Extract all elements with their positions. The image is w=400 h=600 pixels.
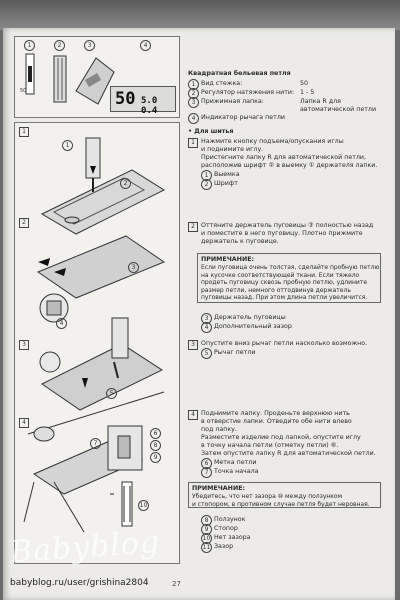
marker-2: 2 <box>54 40 65 51</box>
step4-line-3: под лапку. <box>201 426 237 433</box>
step-marker-2: 2 <box>19 218 29 228</box>
setting-value-1: 50 <box>300 80 309 87</box>
setting-num-4: 4 <box>188 113 199 124</box>
step2-line-2: и поместите в него пуговицу. Плотно приж… <box>201 230 363 237</box>
step2-legend-3: Держатель пуговицы <box>214 314 286 321</box>
final-legend-11: Зазор <box>214 543 234 550</box>
settings-illustration <box>25 53 115 105</box>
step4-num: 4 <box>188 410 198 420</box>
step4-line-5: в точку начала петли (отметку петли) ⑥. <box>201 442 339 449</box>
final-legend-8: Ползунок <box>214 516 246 523</box>
step4-legend-7: Точка начала <box>214 468 259 475</box>
step1-legend-num-2: 2 <box>201 179 212 190</box>
callout-5: 5 <box>106 388 117 399</box>
note-box-2: ПРИМЕЧАНИЕ: Убедитесь, что нет зазора ⑩ … <box>188 482 381 508</box>
setting-label-4: Индикатор рычага петли <box>201 114 285 121</box>
step4-legend-num-7: 7 <box>201 467 212 478</box>
note-1-line-5: пуговицы назад. При этом длина петли уве… <box>201 294 368 301</box>
step3-line-1: Опустите вниз рычаг петли насколько возм… <box>201 340 368 347</box>
callout-10: 10 <box>138 500 149 511</box>
note-2-title: ПРИМЕЧАНИЕ: <box>192 485 246 492</box>
sewing-heading: • Для шитья <box>188 128 234 135</box>
step2-line-3: держатель к пуговице. <box>201 238 279 245</box>
step3-num: 3 <box>188 340 198 350</box>
step4-line-1: Поднимите лапку. Проденьте верхнюю нить <box>201 410 350 417</box>
step1-num: 1 <box>188 138 198 148</box>
step4-line-4: Разместите изделие под лапкой, опустите … <box>201 434 361 441</box>
note-1-line-2: на кусочке соответствующей ткани. Если т… <box>201 271 360 279</box>
step-marker-3: 3 <box>19 340 29 350</box>
callout-8: 8 <box>150 440 161 451</box>
setting-label-2: Регулятор натяжения нити: <box>201 89 295 96</box>
step1-line-1: Нажмите кнопку подъема/опускания иглы <box>201 138 344 145</box>
setting-value-2: 1 - 5 <box>300 89 315 96</box>
step2-num: 2 <box>188 222 198 232</box>
callout-7: 7 <box>90 438 101 449</box>
callout-6: 6 <box>150 428 161 439</box>
note-1-title: ПРИМЕЧАНИЕ: <box>201 256 255 263</box>
setting-value-3b: автоматической петли <box>300 106 377 113</box>
step-marker-1: 1 <box>19 127 29 137</box>
step3-legend-5: Рычаг петли <box>214 349 256 356</box>
final-legend-9: Стопор <box>214 525 238 532</box>
callout-4: 4 <box>56 318 67 329</box>
step4-legend-6: Метка петли <box>214 459 257 466</box>
callout-3: 3 <box>128 262 139 273</box>
lcd-display: 50 5.0 0.4 <box>110 86 176 116</box>
step1-line-2: и поднимите иглу. <box>201 146 264 153</box>
note-2-line-2: и стопором, в противном случае петля буд… <box>192 500 370 508</box>
note-1-line-4: размер петли, немного оттодвинув держате… <box>201 286 351 294</box>
setting-label-1: Вид стежка: <box>201 80 243 87</box>
setting-value-3: Лапка R для <box>300 98 341 105</box>
final-legend-num-11: 11 <box>201 542 212 553</box>
note-1-line-1: Если пуговица очень толстая, сделайте пр… <box>201 264 380 271</box>
final-legend-10: Нет зазора <box>214 534 251 541</box>
section-title: Квадратная бельевая петля <box>188 70 291 77</box>
lcd-width-length: 5.0 0.4 <box>141 96 158 116</box>
step1-line-3: Пристегните лапку R для автоматической п… <box>201 154 367 161</box>
step-marker-4: 4 <box>19 418 29 428</box>
step2-line-1: Оттяните держатель пуговицы ③ полностью … <box>201 222 374 229</box>
note-2-line-1: Убедитесь, что нет зазора ⑩ между ползун… <box>192 493 343 500</box>
callout-9: 9 <box>150 452 161 463</box>
page-number: 27 <box>172 580 181 588</box>
note-1-line-3: продеть пуговицу сквозь пробную петлю, у… <box>201 279 368 286</box>
background-top <box>0 0 400 30</box>
marker-1: 1 <box>24 40 35 51</box>
callout-1: 1 <box>62 140 73 151</box>
callout-2: 2 <box>120 178 131 189</box>
lcd-stitch-number: 50 <box>115 89 136 109</box>
step-illustrations <box>23 137 166 533</box>
step1-legend-2: Шрифт <box>214 180 238 187</box>
step2-legend-num-4: 4 <box>201 322 212 333</box>
watermark-url: babyblog.ru/user/grishina2804 <box>10 578 149 588</box>
step2-legend-4: Дополнительный зазор <box>214 323 292 330</box>
marker-3: 3 <box>84 40 95 51</box>
marker-4: 4 <box>140 40 151 51</box>
setting-num-3: 3 <box>188 97 199 108</box>
setting-label-3: Прижимная лапка: <box>201 98 264 105</box>
dial-value: 50 <box>20 88 27 94</box>
step3-legend-num-5: 5 <box>201 348 212 359</box>
note-box-1: ПРИМЕЧАНИЕ: Если пуговица очень толстая,… <box>197 253 381 303</box>
step4-line-6: Затем опустите лапку R для автоматическо… <box>201 450 376 457</box>
step1-line-4: расположив шрифт ② в выемку ① держателя … <box>201 162 378 169</box>
step1-legend-1: Выемка <box>214 171 240 178</box>
step4-line-2: в отверстие лапки. Отведите обе нити вле… <box>201 418 352 425</box>
